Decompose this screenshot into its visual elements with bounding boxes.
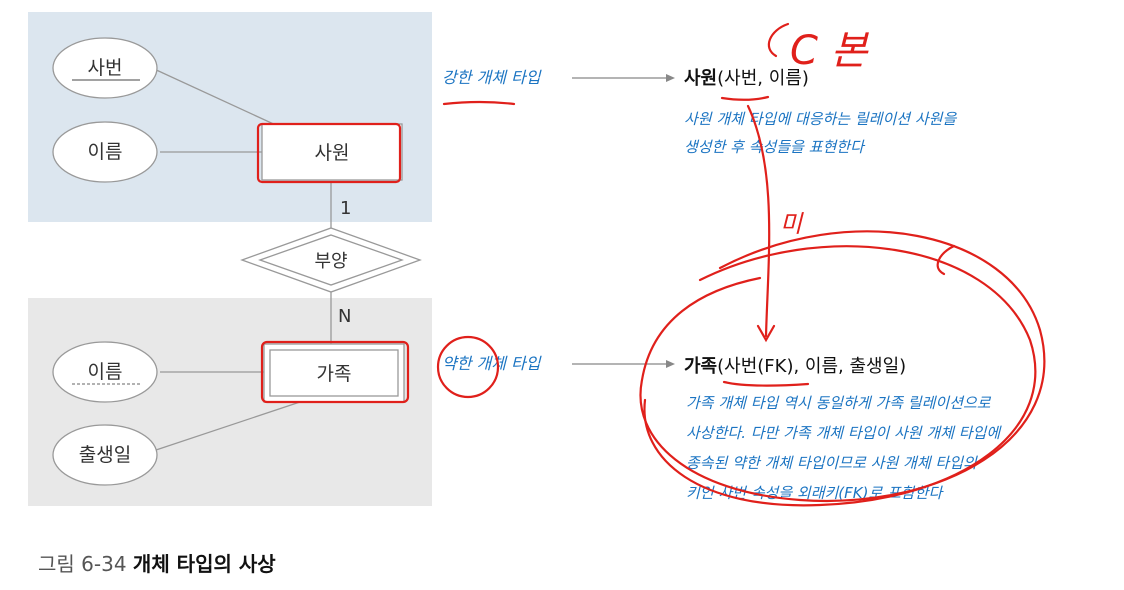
entity-employee-label: 사원 bbox=[315, 142, 350, 164]
family-schema-name: 가족 bbox=[684, 356, 717, 377]
fk-underline-scribble bbox=[722, 380, 810, 387]
attr-name-label: 이름 bbox=[88, 141, 123, 163]
attr-name-ellipse bbox=[52, 121, 158, 183]
strong-arrow-head bbox=[666, 74, 675, 82]
attr-birth-ellipse bbox=[52, 424, 158, 486]
weak-arrow-head bbox=[666, 360, 675, 368]
c-mark-mid bbox=[936, 244, 956, 276]
weak-desc-line-1: 가족 개체 타입 역시 동일하게 가족 릴레이션으로 bbox=[686, 394, 992, 412]
relationship-inner-diamond bbox=[258, 234, 404, 286]
handwritten-note-top: C 본 bbox=[790, 28, 870, 74]
employee-schema-name: 사원 bbox=[684, 68, 717, 89]
family-schema-attrs: (사번(FK), 이름, 출생일) bbox=[717, 356, 906, 377]
attr-empno-ellipse bbox=[52, 37, 158, 99]
attr-empno-label: 사번 bbox=[88, 57, 123, 79]
family-highlight-box bbox=[260, 340, 410, 404]
cardinality-one: 1 bbox=[340, 198, 351, 219]
empno-underline-scribble bbox=[720, 95, 770, 101]
weak-entity-type-label: 약한 개체 타입 bbox=[442, 354, 542, 373]
curved-arrow-head bbox=[756, 324, 776, 343]
figure-caption-title: 개체 타입의 사상 bbox=[132, 552, 276, 576]
employee-schema: 사원(사번, 이름) bbox=[684, 68, 809, 89]
entity-employee-box bbox=[261, 123, 403, 181]
strong-entity-type-label: 강한 개체 타입 bbox=[442, 68, 542, 87]
entity-family-label: 가족 bbox=[317, 363, 352, 385]
strong-desc-line-2: 생성한 후 속성들을 표현한다 bbox=[684, 138, 866, 156]
handwritten-note-mid: 미 bbox=[780, 210, 804, 238]
cardinality-many: N bbox=[338, 306, 351, 327]
c-mark-top bbox=[767, 22, 790, 58]
weak-desc-line-2: 사상한다. 다만 가족 개체 타입이 사원 개체 타입에 bbox=[686, 424, 1002, 442]
weak-label-circle bbox=[436, 335, 500, 399]
big-circle-2 bbox=[643, 245, 1037, 507]
red-annotations bbox=[256, 22, 1046, 507]
strong-desc-line-1: 사원 개체 타입에 대응하는 릴레이션 사원을 bbox=[684, 110, 957, 128]
figure-caption-number: 그림 6-34 bbox=[38, 552, 127, 576]
attr-birth-label: 출생일 bbox=[79, 444, 131, 466]
figure-caption: 그림 6-34 개체 타입의 사상 bbox=[38, 548, 276, 577]
relationship-label: 부양 bbox=[314, 251, 347, 272]
employee-schema-attrs: (사번, 이름) bbox=[717, 68, 809, 89]
weak-desc-line-3: 종속된 약한 개체 타입이므로 사원 개체 타입의 bbox=[686, 454, 978, 472]
attr-famname-label: 이름 bbox=[88, 361, 123, 383]
entity-family-inner-box bbox=[269, 349, 399, 397]
employee-highlight-box bbox=[256, 122, 402, 184]
attr-famname-ellipse bbox=[52, 341, 158, 403]
family-schema: 가족(사번(FK), 이름, 출생일) bbox=[684, 356, 906, 377]
strong-label-underline bbox=[442, 100, 516, 106]
curved-arrow-down bbox=[746, 104, 771, 338]
